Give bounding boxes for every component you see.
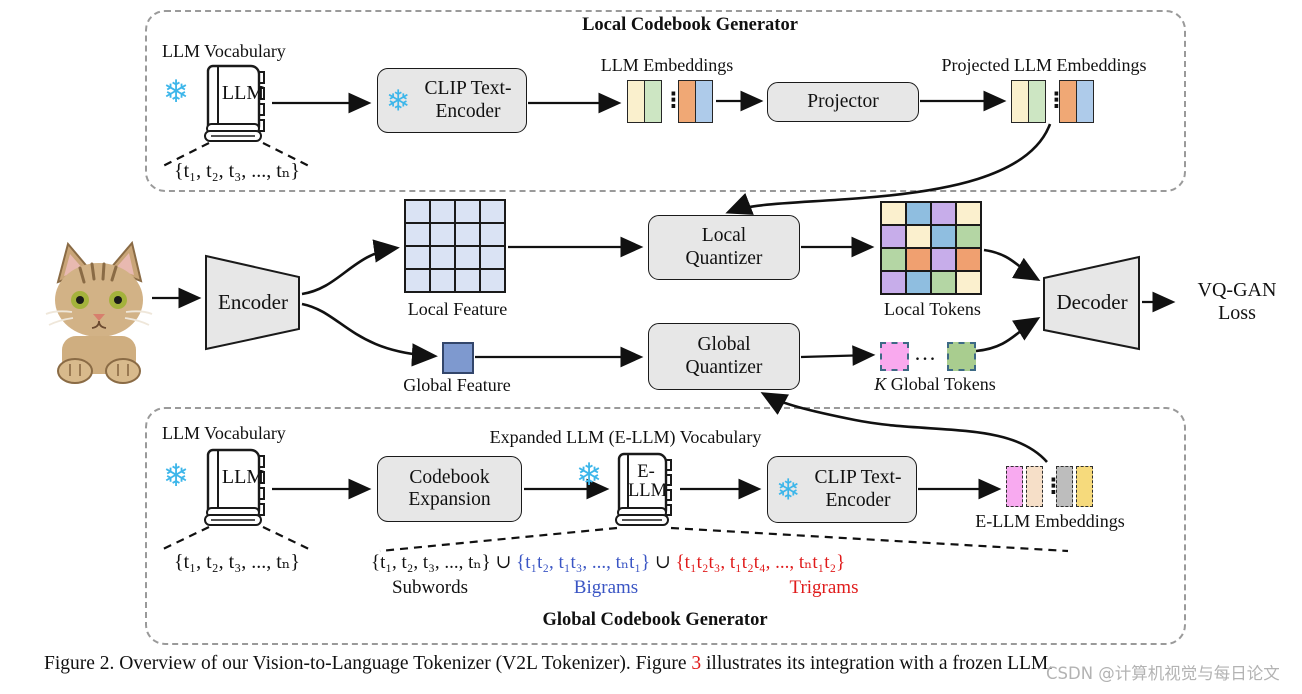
vqgan-loss-label: VQ-GAN Loss: [1178, 276, 1296, 328]
watermark: CSDN @计算机视觉与每日论文: [1046, 664, 1280, 683]
codebook-expansion-box: Codebook Expansion: [377, 456, 522, 522]
local-codebook-generator-title: Local Codebook Generator: [582, 15, 798, 35]
k-symbol: K: [874, 374, 887, 394]
clip-text-encoder-label-bottom: CLIP Text-Encoder: [814, 467, 902, 511]
union-symbol: ∪: [490, 552, 517, 573]
local-tokens-label: Local Tokens: [884, 299, 981, 319]
projector-label: Projector: [807, 90, 879, 112]
projector-box: Projector: [767, 82, 919, 122]
llm-embeddings-label: LLM Embeddings: [600, 55, 734, 75]
global-quantizer-label: Global Quantizer: [685, 334, 763, 378]
llm-vocab-set-bottom: {t₁, t₂, t₃, ..., tₙ}: [174, 551, 300, 573]
projected-embedding-vectors-1: [1011, 80, 1046, 123]
book-callout-lines: [160, 142, 1069, 553]
cat-image: [45, 240, 153, 384]
k-global-tokens-label: K Global Tokens: [845, 374, 1025, 395]
codebook-expansion-label: Codebook Expansion: [408, 466, 491, 510]
bigrams-set: {t₁t₂, t₁t₃, ..., tₙt₁}: [516, 552, 651, 573]
arrows: [152, 90, 1176, 500]
snowflake-icon: ❄: [576, 457, 602, 493]
curved-arrows: [301, 123, 1052, 463]
figure-caption: Figure 2. Overview of our Vision-to-Lang…: [44, 653, 1053, 675]
local-codebook-generator-box: [145, 10, 1186, 192]
llm-embedding-vectors-2: [678, 80, 713, 123]
local-feature-label: Local Feature: [407, 299, 508, 319]
caption-suffix: illustrates its integration with a froze…: [701, 653, 1054, 674]
decoder-label: Decoder: [1056, 289, 1128, 314]
caption-prefix: Figure 2. Overview of our Vision-to-Lang…: [44, 653, 692, 674]
ellm-book-label: E-LLM: [628, 462, 668, 502]
local-feature-grid: [404, 199, 506, 293]
decoder-shape: [1043, 255, 1140, 351]
expanded-vocab-line: {t₁, t₂, t₃, ..., tₙ} ∪ {t₁t₂, t₁t₃, ...…: [371, 551, 845, 574]
trigrams-set: {t₁t₂t₃, t₁t₂t₄, ..., tₙt₁t₂}: [675, 552, 846, 573]
local-quantizer-box: Local Quantizer: [648, 215, 800, 280]
llm-vocab-set-top: {t₁, t₂, t₃, ..., tₙ}: [174, 160, 300, 182]
clip-text-encoder-box-top: ❄ CLIP Text-Encoder: [377, 68, 527, 133]
global-feature-square: [442, 342, 474, 374]
llm-book-top: [204, 64, 265, 142]
global-codebook-generator-title: Global Codebook Generator: [542, 610, 768, 630]
global-token-pink: [880, 342, 909, 371]
ellm-embeddings-label: E-LLM Embeddings: [975, 511, 1125, 531]
vqgan-loss-text: VQ-GAN Loss: [1197, 279, 1277, 324]
llm-embedding-vectors-1: [627, 80, 662, 123]
projected-llm-embeddings-label: Projected LLM Embeddings: [941, 55, 1147, 75]
llm-book-label-bottom: LLM: [221, 466, 265, 488]
snowflake-icon: ❄: [163, 458, 189, 494]
llm-book-label-top: LLM: [221, 82, 265, 104]
encoder-shape: [205, 254, 300, 351]
global-codebook-generator-box: [145, 407, 1186, 645]
subwords-label: Subwords: [391, 577, 468, 598]
ellm-book: [615, 452, 672, 526]
bigrams-label: Bigrams: [573, 577, 639, 598]
ellm-embedding-vectors-2: [1056, 466, 1093, 507]
local-quantizer-label: Local Quantizer: [685, 225, 763, 269]
expanded-vocabulary-title: Expanded LLM (E-LLM) Vocabulary: [489, 427, 762, 447]
union-symbol: ∪: [650, 552, 676, 573]
ellm-embedding-vectors-1: [1006, 466, 1043, 507]
subwords-set: {t₁, t₂, t₃, ..., tₙ}: [371, 552, 491, 573]
snowflake-icon: ❄: [386, 83, 411, 117]
snowflake-icon: ❄: [776, 472, 801, 506]
projected-embedding-vectors-2: [1059, 80, 1094, 123]
local-tokens-grid: [880, 201, 982, 295]
snowflake-icon: ❄: [163, 74, 189, 110]
clip-text-encoder-label-top: CLIP Text-Encoder: [424, 78, 512, 122]
global-token-green: [947, 342, 976, 371]
global-tokens-ellipsis: ...: [914, 340, 938, 365]
llm-book-bottom: [204, 448, 265, 526]
llm-vocabulary-label-top: LLM Vocabulary: [162, 41, 286, 61]
global-feature-label: Global Feature: [403, 375, 511, 395]
encoder-label: Encoder: [218, 289, 288, 314]
caption-figure-ref: 3: [691, 653, 702, 674]
trigrams-label: Trigrams: [789, 577, 859, 598]
global-quantizer-box: Global Quantizer: [648, 323, 800, 390]
global-tokens-text: Global Tokens: [890, 374, 996, 394]
clip-text-encoder-box-bottom: ❄ CLIP Text-Encoder: [767, 456, 917, 523]
llm-vocabulary-label-bottom: LLM Vocabulary: [162, 423, 286, 443]
